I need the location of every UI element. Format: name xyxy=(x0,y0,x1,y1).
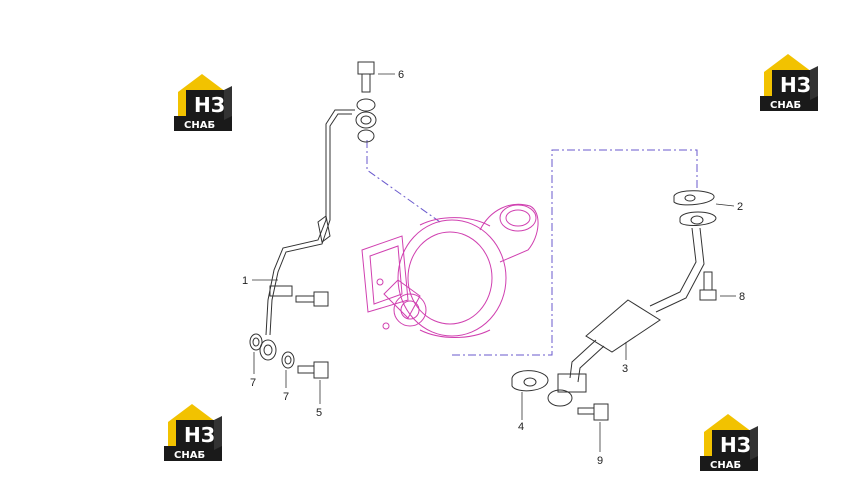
callout-7-middle: 7 xyxy=(283,391,289,403)
callout-4: 4 xyxy=(518,421,524,433)
callout-6: 6 xyxy=(398,69,404,81)
callout-3: 3 xyxy=(622,363,628,375)
logo-caption: СНАБ xyxy=(770,100,801,111)
logo-letters: НЗ xyxy=(184,423,215,447)
bracket-bolt xyxy=(295,291,329,307)
oil-feed-pipe xyxy=(259,109,355,361)
turbocharger xyxy=(361,203,539,338)
logo-caption: СНАБ xyxy=(184,120,215,131)
banjo-bolt-lower xyxy=(297,361,329,379)
logo-caption: СНАБ xyxy=(174,450,205,461)
gasket-lower xyxy=(511,370,549,392)
callout-1: 1 xyxy=(242,275,248,287)
oil-return-pipe xyxy=(547,211,717,407)
logo-caption: СНАБ xyxy=(710,460,741,471)
pipe-bolt-right xyxy=(699,271,717,301)
logo-bottom-left: НЗ СНАБ xyxy=(164,404,222,461)
callout-5: 5 xyxy=(316,407,322,419)
callout-leaders xyxy=(252,73,736,452)
banjo-bolt-top xyxy=(355,61,377,143)
assembly-leaders xyxy=(366,140,698,356)
logo-top-right: НЗ СНАБ xyxy=(760,54,818,111)
logo-top-left: НЗ СНАБ xyxy=(174,74,232,131)
callout-7-left: 7 xyxy=(250,377,256,389)
callout-8: 8 xyxy=(739,291,745,303)
logo-letters: НЗ xyxy=(720,433,751,457)
washer-left xyxy=(249,333,263,351)
gasket-upper xyxy=(673,190,715,206)
logo-letters: НЗ xyxy=(780,73,811,97)
logo-letters: НЗ xyxy=(194,93,225,117)
callout-9: 9 xyxy=(597,455,603,467)
callout-2: 2 xyxy=(737,201,743,213)
logo-bottom-right: НЗ СНАБ xyxy=(700,414,758,471)
pipe-bolt-lower xyxy=(577,403,609,421)
washer-middle xyxy=(281,351,295,369)
